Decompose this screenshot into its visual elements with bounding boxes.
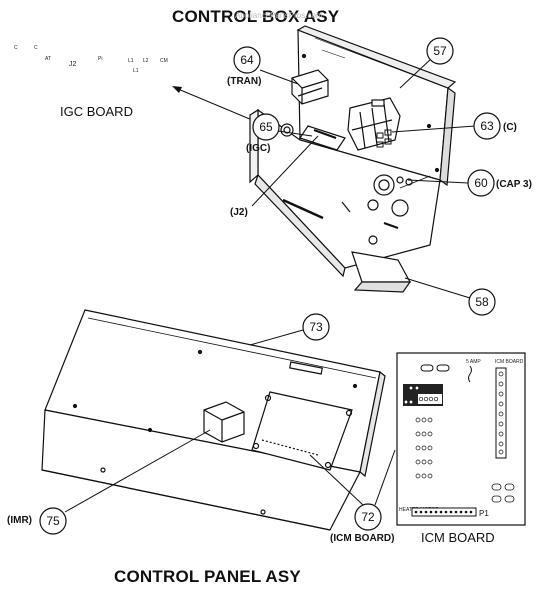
callout-73: 73 — [249, 313, 330, 346]
igc-arrowhead — [172, 86, 182, 93]
five-amp-label: 5 AMP — [466, 359, 481, 365]
svg-text:L1: L1 — [128, 58, 134, 64]
svg-text:75: 75 — [46, 514, 60, 528]
igc-board-label: IGC BOARD — [60, 104, 133, 119]
svg-text:57: 57 — [433, 44, 447, 58]
svg-text:(ICM BOARD): (ICM BOARD) — [330, 533, 394, 544]
callout-65: 65 (IGC) — [246, 113, 313, 154]
svg-text:(IGC): (IGC) — [246, 143, 270, 154]
callout-72: 72 (ICM BOARD) — [309, 449, 396, 544]
igc-arrow — [177, 88, 258, 123]
callout-58: 58 — [404, 277, 496, 316]
control-box-drawing — [249, 25, 457, 293]
callout-75: 75 (IMR) — [7, 429, 211, 535]
callout-64: 64 (TRAN) — [227, 46, 299, 87]
igc-board-micro-labels: C C AT J2 Pi L1 L2 CM L1 — [14, 45, 168, 74]
watermark: AppliancePartsPros.com — [235, 11, 323, 20]
svg-text:58: 58 — [475, 295, 489, 309]
svg-text:(J2): (J2) — [230, 207, 248, 218]
svg-text:(TRAN): (TRAN) — [227, 76, 261, 87]
svg-text:C: C — [14, 45, 18, 51]
callout-60: 60 (CAP 3) — [407, 169, 532, 197]
svg-text:64: 64 — [240, 53, 254, 67]
control-box-title: CONTROL BOX ASY — [172, 7, 340, 26]
svg-text:Pi: Pi — [98, 56, 102, 62]
igc-j2-label: J2 — [69, 61, 77, 68]
icm-board-label: ICM BOARD — [421, 530, 495, 545]
svg-text:65: 65 — [259, 120, 273, 134]
svg-text:C: C — [34, 45, 38, 51]
svg-text:73: 73 — [309, 320, 323, 334]
svg-text:CM: CM — [160, 58, 168, 64]
svg-text:(CAP 3): (CAP 3) — [496, 179, 532, 190]
svg-text:60: 60 — [474, 176, 488, 190]
icm-board-small-label: ICM BOARD — [495, 359, 524, 365]
svg-text:(C): (C) — [503, 122, 517, 133]
p1-label: P1 — [479, 509, 489, 518]
svg-text:72: 72 — [361, 510, 375, 524]
control-panel-drawing — [41, 309, 386, 531]
control-panel-title: CONTROL PANEL ASY — [114, 567, 301, 586]
callout-63: 63 (C) — [391, 112, 517, 140]
svg-text:L1: L1 — [133, 68, 139, 74]
callout-j2: (J2) — [230, 135, 319, 218]
svg-text:63: 63 — [480, 119, 494, 133]
svg-text:L2: L2 — [143, 58, 149, 64]
callout-57: 57 — [399, 37, 454, 89]
svg-text:AT: AT — [45, 56, 51, 62]
icm-board-detail: ICM BOARD 5 AMP — [396, 352, 526, 526]
svg-text:(IMR): (IMR) — [7, 515, 32, 526]
